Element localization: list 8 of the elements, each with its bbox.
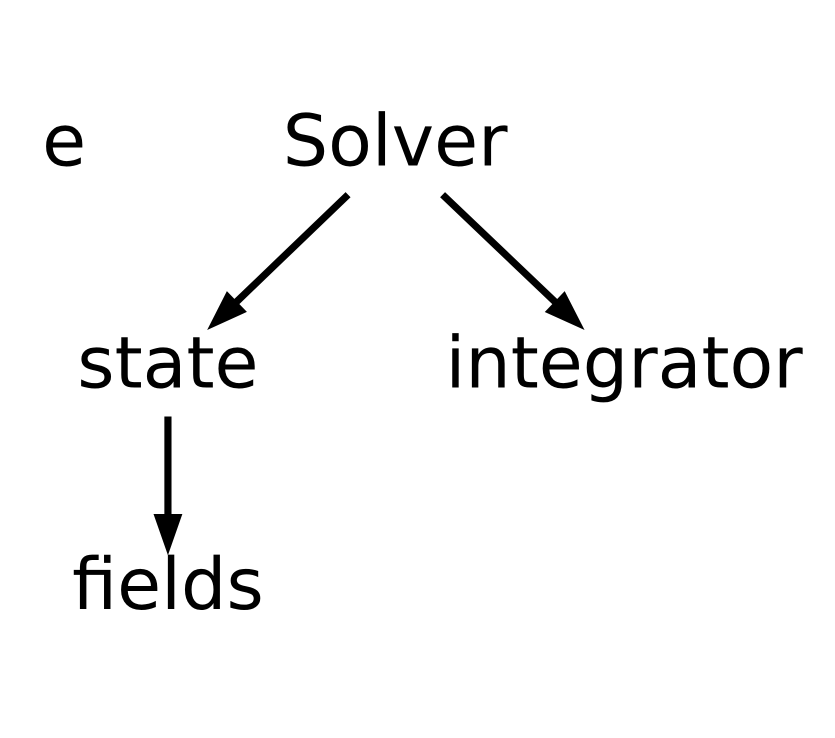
arrow [207,192,351,330]
node-text: state [77,320,259,404]
arrow [440,192,585,330]
arrow [154,416,182,555]
node-text: integrator [446,320,803,404]
node-text: fields [72,542,264,626]
label: e [42,99,86,182]
node-text: Solver [282,99,508,182]
